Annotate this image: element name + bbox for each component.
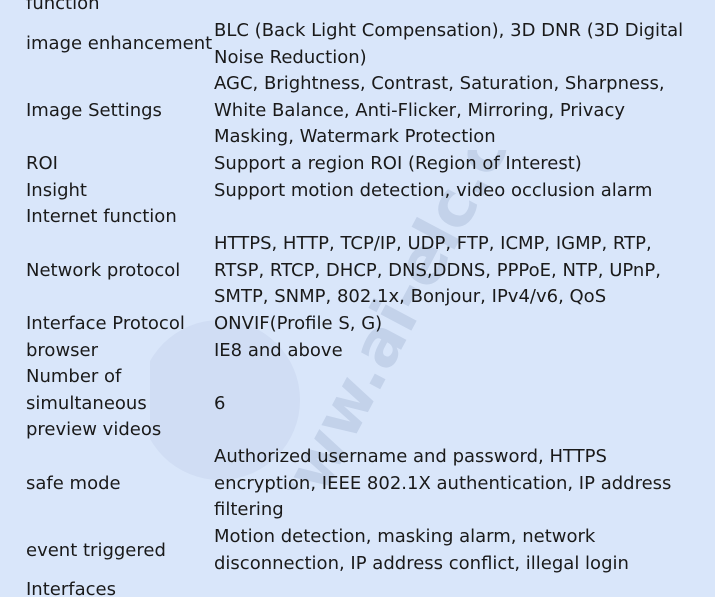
spec-label: safe mode [26, 473, 121, 494]
spec-value: AGC, Brightness, Contrast, Saturation, S… [214, 73, 665, 148]
spec-label: image enhancement [26, 33, 213, 54]
spec-value: IE8 and above [214, 340, 343, 361]
spec-label: ROI [26, 153, 58, 174]
spec-label: Image Settings [26, 100, 162, 121]
spec-value: BLC (Back Light Compensation), 3D DNR (3… [214, 20, 684, 68]
spec-value: Support a region ROI (Region of Interest… [214, 153, 582, 174]
spec-label: Insight [26, 180, 87, 201]
spec-label: Network protocol [26, 260, 181, 281]
spec-label: Internet function [26, 206, 177, 227]
spec-label: browser [26, 340, 99, 361]
spec-label: Number of simultaneous preview videos [26, 366, 162, 441]
spec-label: Interface Protocol [26, 313, 185, 334]
spec-value: ONVIF(Profile S, G) [214, 313, 383, 334]
spec-label: Interfaces [26, 579, 116, 597]
spec-label: event triggered [26, 540, 166, 561]
spec-value: Authorized username and password, HTTPS … [214, 446, 672, 521]
spec-value: Motion detection, masking alarm, network… [214, 526, 629, 574]
spec-value: Support motion detection, video occlusio… [214, 180, 653, 201]
spec-value: HTTPS, HTTP, TCP/IP, UDP, FTP, ICMP, IGM… [214, 233, 661, 308]
spec-label: function [26, 0, 100, 14]
spec-value: 6 [214, 393, 226, 414]
